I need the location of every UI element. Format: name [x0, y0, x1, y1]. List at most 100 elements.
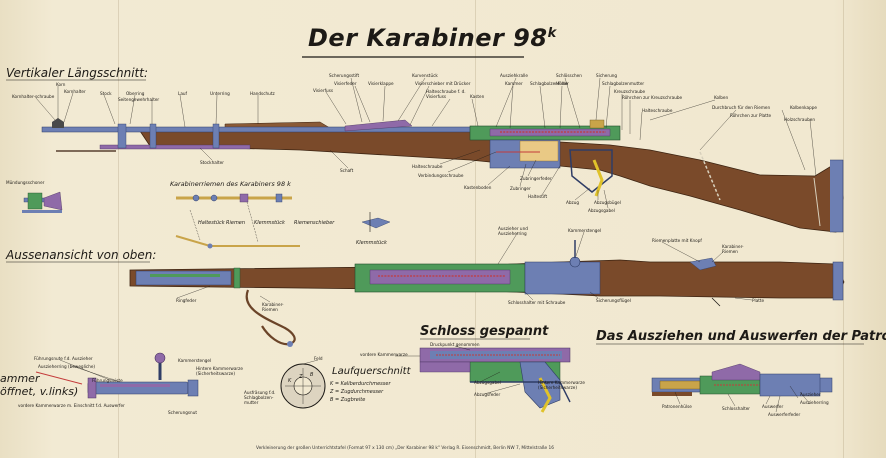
part-label: Auszieherring (bewegliche) — [38, 364, 96, 369]
part-label: Halteschraube f. d. Visierfuss — [426, 89, 466, 99]
part-label: Kornhalter — [64, 89, 86, 94]
part-label: Auszieher — [800, 392, 821, 397]
part-label: Lauf — [178, 91, 188, 96]
sling-title: Karabinerriemen des Karabiners 98 k — [170, 180, 291, 188]
part-label: Sicherung — [596, 73, 618, 78]
part-label: Schlosshalter — [722, 406, 751, 411]
part-label: Scherungsstift — [329, 73, 360, 78]
part-label: vordere Kammerwarze — [360, 352, 408, 357]
part-label: Karabiner-Riemen — [722, 244, 744, 254]
part-label: Kammer — [505, 81, 523, 86]
part-label: Visierschieber mit Drücker — [415, 81, 471, 86]
part-label: Patronenhülse — [662, 404, 692, 409]
part-label: Schlösschen — [556, 73, 582, 78]
sling-part-label: Klemmstück — [356, 240, 387, 246]
longitudinal-rifle — [41, 118, 844, 233]
top-view-rifle — [129, 240, 845, 347]
section-heading-cross-section: Laufquerschnitt — [332, 366, 411, 377]
part-label: Führungsleiste — [92, 378, 123, 383]
part-label: Kolben — [714, 95, 729, 100]
part-label: Kammerstengel — [178, 358, 212, 363]
section-heading-bolt-cocked: Schloss gespannt — [420, 324, 549, 339]
part-label: Auszieherring — [800, 400, 829, 405]
sling-drawing — [175, 193, 391, 249]
part-label: Riemenplatte mit Knopf — [652, 238, 702, 243]
part-label: Holzschrauben — [784, 117, 816, 122]
section-heading-top-view: Aussenansicht von oben: — [6, 248, 157, 262]
section-heading-longitudinal: Vertikaler Längsschnitt: — [6, 66, 148, 80]
part-label: Sicherungsflügel — [596, 298, 631, 303]
part-label: Kornhalter-schraube — [12, 94, 55, 99]
part-label: Röhrchen zur Platte — [730, 113, 772, 118]
part-label: Auswerfer — [762, 404, 784, 409]
poster-title: Der Karabiner 98k — [308, 24, 557, 52]
part-label: Durchbruch für den Riemen — [712, 105, 771, 110]
part-label: Handschutz — [250, 91, 275, 96]
part-label: Hintere Kammerwarze (Sicherheitswarze) — [538, 380, 585, 390]
part-label: Kastenboden — [464, 185, 492, 190]
barrel-cross-section-drawing — [280, 359, 326, 409]
sling-part-label: Klemmstück — [254, 220, 285, 226]
part-label: Korn — [56, 82, 66, 87]
cross-section-mark: K — [288, 378, 292, 384]
part-label: Druckpunkt genommen — [430, 342, 480, 347]
part-label: Schlagbolzenmutter — [602, 81, 645, 86]
part-label: Zubringer — [510, 186, 531, 191]
part-label: Schlosshalter mit Schraube — [508, 300, 566, 305]
part-label: Platte — [752, 298, 765, 303]
part-label: Visierklappe — [368, 81, 394, 86]
part-label: Ausfräsung f.d. Schlagbolzen-mutter — [244, 390, 276, 405]
part-label: Kurvenstück — [412, 73, 438, 78]
part-label: Röhrchen zur Kreuzschraube — [622, 95, 683, 100]
sling-part-label: Haltestück — [198, 220, 225, 226]
part-label: Visierfuss — [313, 88, 334, 93]
section-heading-bolt-partial-2: öffnet, v.links) — [0, 385, 79, 398]
part-label: Stockhalter — [200, 160, 224, 165]
part-label: Scherungsnut — [168, 410, 198, 415]
part-label: Kreuzschraube — [614, 89, 646, 94]
section-heading-bolt-partial: ammer — [0, 372, 40, 385]
part-label: vordere Kammerwarze m. Einschnitt f.d. A… — [18, 403, 125, 408]
part-label: Abzugsbügel — [594, 200, 621, 205]
sling-part-label: Riemen — [226, 220, 246, 226]
cocked-bolt-drawing — [419, 347, 571, 413]
cross-section-mark: Z — [299, 374, 303, 380]
muzzle-cap-label: Mündungsschoner — [6, 180, 45, 185]
part-label: Auszieher und Auszieherring — [498, 226, 528, 236]
fold-line — [475, 0, 476, 458]
part-label: Abzugsgabel — [474, 380, 501, 385]
part-label: Abzugsfeder — [474, 392, 501, 397]
part-label: Kasten — [470, 94, 485, 99]
part-label: Halteschraube — [412, 164, 443, 169]
muzzle-cap-drawing — [22, 191, 63, 213]
part-label: Stock — [100, 91, 112, 96]
cross-section-legend-item: K = Kaliberdurchmesser — [330, 381, 391, 387]
fold-line — [118, 0, 119, 458]
part-label: Abzug — [566, 200, 580, 205]
part-label: Hintere Kammerwarze (Sicherheitswarze) — [196, 366, 243, 376]
part-label: Halteschraube — [642, 108, 673, 113]
section-heading-extraction: Das Ausziehen und Auswerfen der Patronen… — [596, 329, 886, 344]
footer-credit: Verkleinerung der großen Unterrichtstafe… — [256, 446, 555, 451]
cross-section-legend-item: B = Zugbreite — [330, 397, 366, 403]
part-label: Verbindungsschraube — [418, 173, 464, 178]
bolt-drawing — [35, 352, 199, 399]
poster-title-main: Der Karabiner 98 — [308, 24, 548, 52]
part-label: Abzugsgabel — [588, 208, 615, 213]
part-label: Schlagbolzenfeder — [530, 81, 569, 86]
cross-section-legend-item: Z = Zugdurchmesser — [330, 389, 384, 395]
part-label: Kammerstengel — [568, 228, 602, 233]
part-label: Oberring — [126, 91, 145, 96]
part-label: Ausziehkralle — [500, 73, 528, 78]
part-label: Führungsnute f.d. Auszieher — [34, 356, 93, 361]
part-label: Hülse — [556, 81, 568, 86]
part-label: Karabiner-Riemen — [262, 302, 284, 312]
extraction-drawing — [651, 363, 833, 397]
part-label: Kolbenkappe — [790, 105, 817, 110]
part-label: Ringfeder — [176, 298, 197, 303]
part-label: Haltestift — [528, 194, 548, 199]
sling-part-label: Riemenschieber — [294, 220, 335, 226]
part-label: Zubringerfeder — [520, 176, 552, 181]
